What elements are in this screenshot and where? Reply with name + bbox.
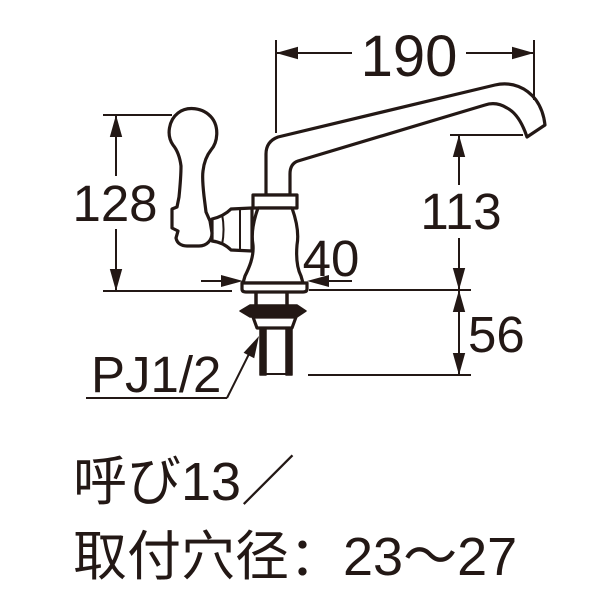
faucet-figure xyxy=(167,82,547,376)
dim-spout-height: 113 xyxy=(420,134,523,290)
valve-adapter-ridge-left xyxy=(221,213,225,246)
dim-base-width: 40 xyxy=(201,230,359,287)
dim-128-arrow-bottom xyxy=(109,269,123,291)
dim-total-height: 128 xyxy=(72,114,232,292)
dim-113-label: 113 xyxy=(420,183,501,240)
dim-shank-length: 56 xyxy=(308,289,525,376)
shank-thread-right xyxy=(285,327,293,376)
dim-56-arrow-top xyxy=(452,290,466,312)
thread-leader-line xyxy=(226,351,251,399)
lever-handle xyxy=(167,107,219,248)
dim-40-arrow-right xyxy=(307,275,329,287)
valve-adapter xyxy=(210,206,254,253)
dim-40-arrow-left xyxy=(221,275,243,287)
thread-leader-arrow xyxy=(243,336,259,359)
packing-gasket xyxy=(239,304,307,318)
dim-56-label: 56 xyxy=(468,306,525,363)
dim-190-arrow-left xyxy=(276,46,298,60)
dim-113-arrow-bottom xyxy=(452,268,466,290)
note-mounting-hole-diameter: 取付穴径：23〜27 xyxy=(73,527,517,587)
shank-thread-left xyxy=(259,327,267,376)
thread-callout: PJ1/2 xyxy=(86,336,259,403)
faucet-spout xyxy=(264,82,547,197)
dim-190-label: 190 xyxy=(361,24,458,89)
spec-notes: 呼び13／ 取付穴径：23〜27 xyxy=(73,452,517,587)
faucet-base-plate xyxy=(240,281,309,294)
faucet-collar xyxy=(251,193,299,210)
dim-128-arrow-top xyxy=(109,115,123,137)
dim-128-label: 128 xyxy=(72,175,157,232)
flange-nut xyxy=(251,315,298,330)
dim-190-arrow-right xyxy=(512,46,534,60)
dim-spout-reach: 190 xyxy=(275,24,535,133)
note-nominal-size: 呼び13／ xyxy=(73,452,295,512)
dim-56-arrow-bottom xyxy=(452,353,466,375)
dim-113-arrow-top xyxy=(452,135,466,157)
thread-label: PJ1/2 xyxy=(91,346,221,403)
dim-40-label: 40 xyxy=(303,230,360,287)
